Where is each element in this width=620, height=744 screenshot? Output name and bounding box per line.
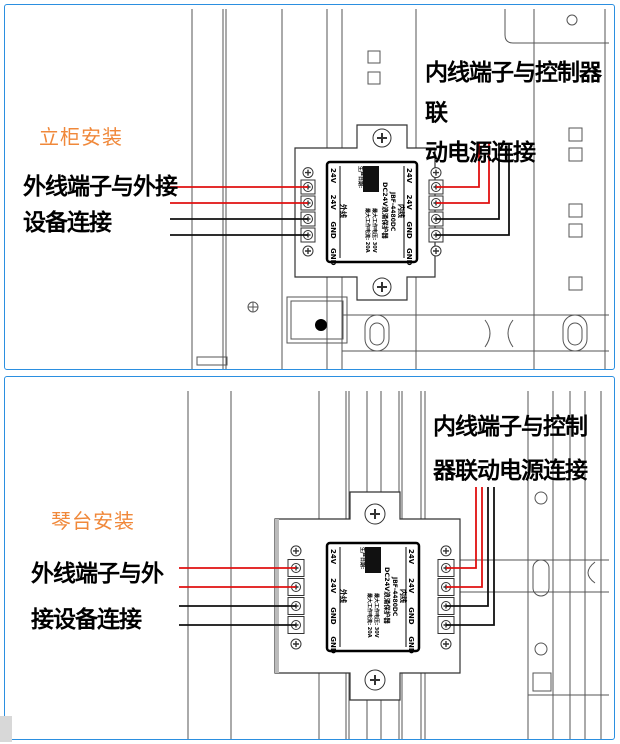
positive-wire-inner	[436, 143, 490, 204]
ground-wire-inner	[436, 143, 510, 236]
ground-wire-inner	[436, 143, 500, 220]
positive-wire-inner	[446, 487, 483, 588]
inner-terminal-tag: GND	[407, 636, 415, 654]
warning-block	[363, 166, 379, 192]
inner-terminal-label: 内线端子与控制器联 动电源连接	[425, 53, 614, 173]
outer-terminal-tag: GND	[329, 607, 337, 625]
outer-side-label: 外线	[339, 204, 348, 218]
inner-terminal-tag: 24V	[405, 195, 413, 211]
outer-terminal-label: 外线端子与外接 设备连接	[23, 169, 178, 241]
outer-terminal-tag: 24V	[329, 195, 337, 211]
model-number: JBF-4480DC	[389, 191, 396, 232]
screw-hole-filled	[315, 319, 327, 331]
inner-terminal-tag: 24V	[407, 578, 415, 594]
label-line: 内线端子与控制器联	[425, 59, 602, 126]
install-type-title: 琴台安装	[51, 509, 135, 533]
inner-terminal-tag: 24V	[405, 168, 413, 184]
label-line: 外线端子与外	[31, 560, 164, 587]
surge-protector-device	[294, 124, 444, 301]
scroll-corner	[0, 716, 12, 742]
device-name: DC24V浪涌保护器	[383, 567, 392, 624]
device-label-text: 24V 24V 24V 24V GND GND GND GND 内线JBF-4480DCDC24…	[329, 547, 415, 654]
device-label-plate	[325, 160, 419, 264]
outer-terminal-tag: 24V	[329, 578, 337, 594]
warning-block	[365, 547, 381, 573]
label-line: 外线端子与外接	[23, 173, 178, 200]
label-line: 设备连接	[23, 209, 112, 236]
max-current: 最大工作电流: 20A	[364, 208, 371, 253]
model-number: JBF-4480DC	[391, 576, 398, 617]
outer-terminal-tag: GND	[329, 221, 337, 239]
outer-terminal-tag: 24V	[329, 168, 337, 184]
install-type-title: 立柜安装	[39, 125, 123, 149]
label-line: 动电源连接	[425, 139, 536, 166]
cabinet-install-drawing: 24V 24V 24V 24V GND GND GND GND 内线JBF-4480DCDC24…	[170, 9, 609, 369]
max-current: 最大工作电流: 20A	[366, 593, 373, 638]
console-install-drawing: 24V 24V 24V 24V GND GND GND GND 内线JBF-4480DCDC24…	[179, 391, 609, 739]
max-voltage: 最大工作电压: 30V	[373, 593, 380, 638]
label-line: 器联动电源连接	[433, 457, 588, 484]
production-date: 生产日期:	[357, 166, 364, 188]
inner-terminal-tag: 24V	[407, 549, 415, 565]
inner-terminal-tag: GND	[407, 607, 415, 625]
inner-terminal-tag: GND	[405, 248, 413, 266]
inner-side-label: 内线	[397, 204, 406, 218]
ground-wire-inner	[446, 487, 495, 626]
outer-terminal-label: 外线端子与外 接设备连接	[31, 551, 164, 643]
device-label-text: 24V 24V 24V 24V GND GND GND GND 内线JBF-4480DCDC24…	[329, 166, 413, 266]
label-line: 内线端子与控制	[433, 413, 588, 440]
inner-side-label: 内线	[399, 589, 408, 603]
outer-terminal-tag: 24V	[329, 549, 337, 565]
outer-terminal-tag: GND	[329, 636, 337, 654]
wires	[170, 143, 510, 236]
wires	[179, 487, 495, 626]
device-name: DC24V浪涌保护器	[381, 182, 390, 239]
inner-terminal-tag: GND	[405, 221, 413, 239]
ground-wire-inner	[446, 487, 489, 607]
positive-wire-inner	[436, 143, 480, 188]
positive-wire-inner	[446, 487, 477, 569]
max-voltage: 最大工作电压: 30V	[371, 208, 378, 253]
outer-terminal-tag: GND	[329, 248, 337, 266]
label-line: 接设备连接	[31, 606, 142, 633]
outer-side-label: 外线	[339, 589, 348, 603]
device-label-plate	[325, 541, 421, 653]
production-date: 生产日期:	[359, 547, 366, 569]
inner-terminal-label: 内线端子与控制 器联动电源连接	[433, 405, 588, 493]
